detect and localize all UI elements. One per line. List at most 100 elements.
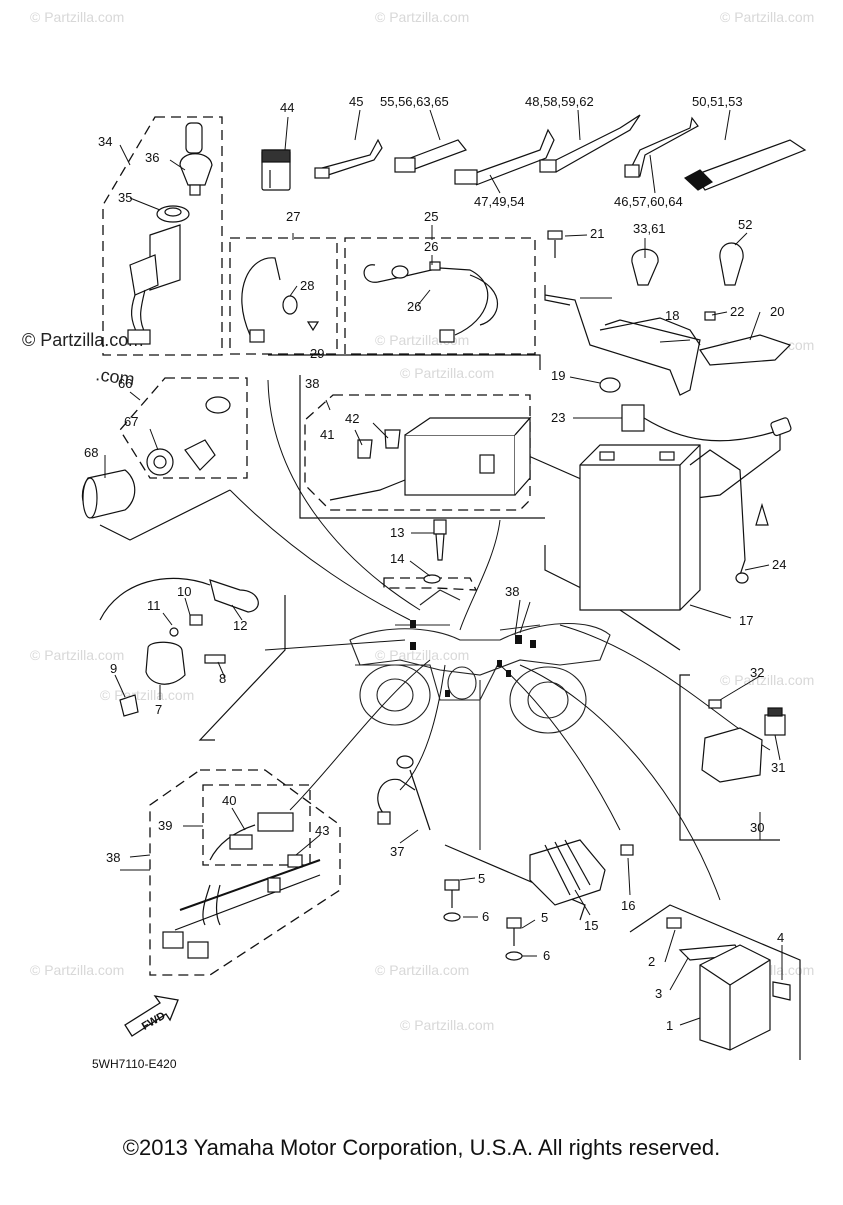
callout-9: 9	[110, 661, 117, 676]
bolt-22	[704, 311, 716, 321]
callout-28: 28	[300, 278, 314, 293]
connector-43	[287, 854, 303, 868]
callout-50: 50,51,53	[692, 94, 743, 109]
fuse-holder-23	[621, 404, 792, 442]
callout-39: 39	[158, 818, 172, 833]
callout-34: 34	[98, 134, 112, 149]
callout-15: 15	[584, 918, 598, 933]
callout-38-top: 38	[305, 376, 319, 391]
bolt-21	[547, 230, 563, 258]
callout-5b: 5	[541, 910, 548, 925]
switch-37	[377, 778, 416, 816]
callout-26b: 26	[407, 299, 421, 314]
callout-20: 20	[770, 304, 784, 319]
lead-24	[689, 449, 746, 576]
callout-24: 24	[772, 557, 786, 572]
callout-18: 18	[665, 308, 679, 323]
bolt-5a	[444, 879, 460, 908]
part-code: 5WH7110-E420	[92, 1057, 177, 1071]
fuse-box	[404, 434, 516, 496]
bracket-30	[679, 674, 780, 841]
watermark: © Partzilla.com	[30, 647, 124, 663]
callout-2: 2	[648, 954, 655, 969]
coil-7	[145, 641, 186, 685]
fwd-arrow: FWD	[124, 995, 179, 1037]
watermark: © Partzilla.com	[375, 9, 469, 25]
callout-6b: 6	[543, 948, 550, 963]
battery-17	[579, 444, 701, 611]
coupler-44	[261, 149, 291, 191]
bolt-16	[620, 844, 634, 856]
collar-9	[119, 694, 139, 717]
band-46	[624, 116, 699, 178]
top-parts	[261, 114, 807, 191]
sensor-13	[433, 519, 447, 535]
watermark: © Partzilla.com	[375, 647, 469, 663]
callout-10: 10	[177, 584, 191, 599]
callout-16: 16	[621, 898, 635, 913]
harness-parts	[162, 755, 431, 959]
ecu-1	[699, 944, 771, 1051]
bracket-17	[544, 545, 681, 651]
callout-67: 67	[124, 414, 138, 429]
clip-29	[306, 321, 320, 332]
sensor-parts	[423, 519, 447, 584]
damper-19	[599, 377, 621, 393]
washer-14	[423, 574, 441, 584]
group-14-outline	[383, 577, 478, 591]
callout-38-left: 38	[106, 850, 120, 865]
band-50	[683, 139, 807, 191]
callout-leaders	[104, 109, 783, 1026]
callout-52: 52	[738, 217, 752, 232]
bolt-5b	[506, 917, 522, 946]
fuse-41	[357, 439, 373, 459]
callout-19: 19	[551, 368, 565, 383]
bracket-top	[268, 354, 541, 370]
atv-harness-markers	[410, 620, 536, 697]
cap-28	[282, 295, 298, 315]
bolt-2	[666, 917, 682, 929]
watermark: © Partzilla.com	[400, 1017, 494, 1033]
ignition-parts	[99, 577, 259, 717]
bracket-1	[629, 904, 801, 1060]
relay-parts	[701, 699, 786, 783]
watermark: © Partzilla.com	[400, 365, 494, 381]
bracket-66	[99, 489, 231, 541]
callout-3: 3	[655, 986, 662, 1001]
callout-46: 46,57,60,64	[614, 194, 683, 209]
group-outlines	[102, 116, 536, 976]
group-66-outline	[119, 377, 248, 479]
callout-40: 40	[222, 793, 236, 808]
clamp-52	[719, 242, 744, 286]
callout-48: 48,58,59,62	[525, 94, 594, 109]
bracket-38	[299, 375, 545, 519]
callout-21: 21	[590, 226, 604, 241]
watermark: © Partzilla.com	[720, 672, 814, 688]
accessory-parts	[81, 396, 532, 519]
washer-11	[169, 627, 179, 637]
bracket-7	[198, 595, 286, 741]
callout-35: 35	[118, 190, 132, 205]
partzilla-watermark-dark: © Partzilla.com	[22, 330, 143, 350]
lead-25	[363, 264, 489, 336]
fuse-30	[764, 714, 786, 736]
band-55	[394, 139, 467, 173]
battery-parts	[544, 230, 792, 611]
callout-7: 7	[155, 702, 162, 717]
switch-body	[127, 224, 181, 345]
copyright-footer: ©2013 Yamaha Motor Corporation, U.S.A. A…	[122, 1135, 721, 1160]
cover-40	[257, 812, 294, 832]
callout-41: 41	[320, 427, 334, 442]
group-39-outline	[202, 784, 311, 866]
nut-67	[146, 448, 174, 476]
callout-14: 14	[390, 551, 404, 566]
atv-illustration	[349, 589, 611, 734]
lead-parts	[241, 257, 499, 343]
key-36	[179, 122, 213, 196]
group-38-left-outline	[149, 769, 341, 976]
callout-36: 36	[145, 150, 159, 165]
band-45	[314, 138, 383, 179]
bolt-8	[204, 654, 226, 664]
band-47	[454, 128, 555, 186]
